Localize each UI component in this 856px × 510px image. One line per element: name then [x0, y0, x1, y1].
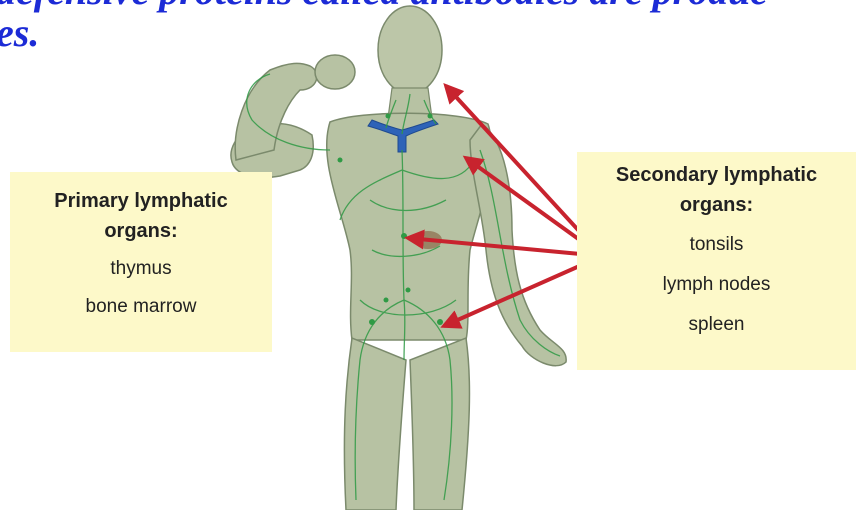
left-leg [344, 338, 406, 510]
primary-organs-panel: Primary lymphatic organs: thymus bone ma… [10, 172, 272, 352]
human-body [231, 6, 566, 510]
secondary-panel-title-line-2: organs: [577, 190, 856, 220]
right-leg [410, 338, 469, 510]
secondary-organ-item: tonsils [577, 234, 856, 256]
fist [315, 55, 355, 89]
torso [327, 113, 492, 340]
primary-panel-title-line-2: organs: [10, 216, 272, 246]
head [378, 6, 442, 94]
primary-organ-item: bone marrow [10, 296, 272, 318]
primary-panel-title-line-1: Primary lymphatic [10, 186, 272, 216]
primary-organ-item: thymus [10, 258, 272, 280]
secondary-panel-title-line-1: Secondary lymphatic [577, 160, 856, 190]
secondary-organs-panel: Secondary lymphatic organs: tonsils lymp… [577, 152, 856, 370]
secondary-organ-item: lymph nodes [577, 274, 856, 296]
secondary-organ-item: spleen [577, 314, 856, 336]
